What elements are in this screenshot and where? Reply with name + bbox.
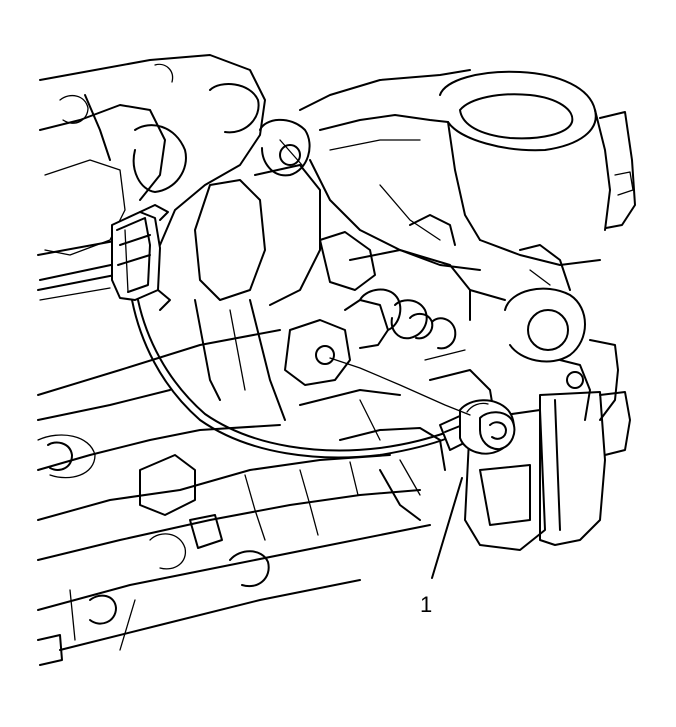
engine-block bbox=[37, 54, 636, 666]
harness-connector bbox=[111, 204, 171, 311]
callout-1-label: 1 bbox=[420, 592, 432, 617]
callout-1: 1 bbox=[420, 477, 463, 617]
knock-sensor bbox=[329, 357, 516, 455]
callout-1-leader bbox=[431, 477, 463, 579]
sensor-wire bbox=[131, 299, 449, 459]
